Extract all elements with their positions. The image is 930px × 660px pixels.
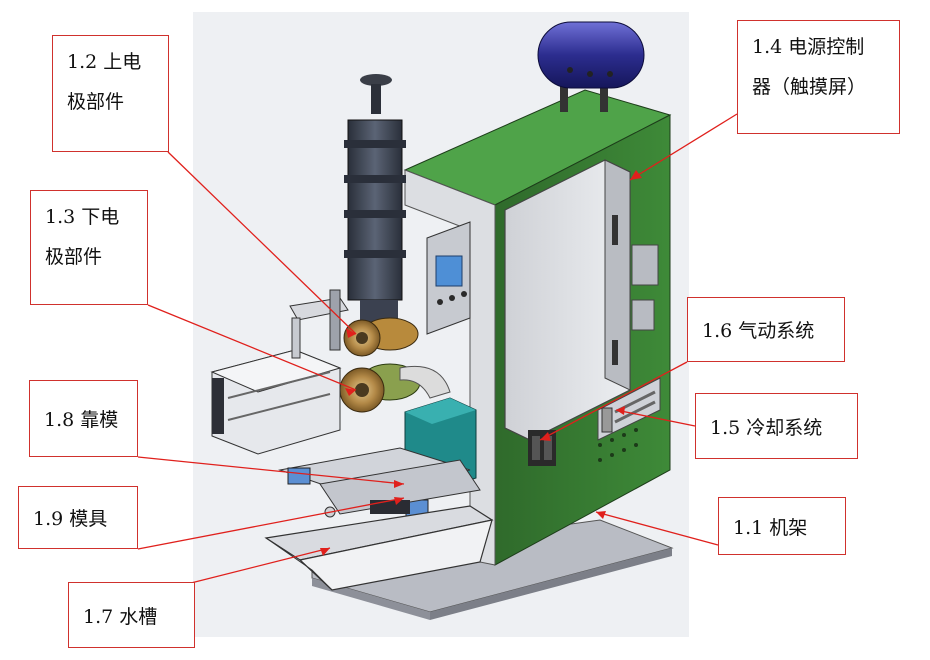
callout-1-2-line1: 1.2 上电 [67, 51, 142, 73]
callout-water-trough: 1.7 水槽 [68, 582, 195, 648]
water-trough [264, 505, 494, 591]
callout-1-4-line1: 1.4 电源控制 [752, 36, 865, 58]
upper-cylinder [344, 74, 406, 322]
lower-electrode [339, 363, 451, 413]
callout-lower-electrode: 1.3 下电 极部件 [30, 190, 148, 305]
callout-1-2-line2: 极部件 [67, 91, 125, 113]
callout-power-controller: 1.4 电源控制 器（触摸屏） [737, 20, 900, 134]
callout-1-9-text: 1.9 模具 [33, 508, 108, 530]
callout-upper-electrode: 1.2 上电 极部件 [52, 35, 169, 152]
touch-screen-panel [426, 221, 471, 335]
air-tank [537, 21, 645, 112]
callout-frame: 1.1 机架 [718, 497, 846, 555]
upper-electrode [343, 317, 419, 357]
electrical-cabinet [504, 159, 631, 441]
leader-1-7 [182, 547, 331, 586]
mold-template [278, 447, 481, 518]
pneumatic-valves [528, 430, 556, 466]
leader-arrowheads [320, 170, 642, 556]
leader-lines [137, 113, 738, 586]
callout-1-4-line2: 器（触摸屏） [752, 76, 867, 98]
leader-1-3 [147, 304, 357, 391]
callout-mold: 1.9 模具 [18, 486, 138, 549]
side-fittings [631, 244, 659, 331]
leader-1-9 [137, 497, 405, 550]
leader-1-2 [167, 151, 357, 335]
callout-cooling-system: 1.5 冷却系统 [695, 393, 858, 459]
leader-1-8 [137, 456, 405, 485]
callout-1-3-line2: 极部件 [45, 246, 103, 268]
upper-guide-frame [289, 289, 349, 359]
leader-1-6 [539, 361, 688, 441]
callout-1-1-text: 1.1 机架 [733, 516, 808, 539]
fixture-arm [210, 349, 342, 455]
callout-1-5-text: 1.5 冷却系统 [710, 416, 823, 439]
callout-1-6-text: 1.6 气动系统 [702, 320, 815, 342]
callout-pneumatic-system: 1.6 气动系统 [687, 297, 845, 362]
leader-1-5 [615, 409, 696, 427]
callout-1-3-line1: 1.3 下电 [45, 206, 120, 228]
callout-1-7-text: 1.7 水槽 [83, 605, 158, 628]
callout-1-8-text: 1.8 靠模 [44, 409, 119, 431]
callout-template: 1.8 靠模 [29, 380, 138, 457]
frame-vent-slots [598, 428, 638, 462]
leader-1-4 [629, 113, 738, 181]
leader-1-1 [595, 511, 719, 546]
